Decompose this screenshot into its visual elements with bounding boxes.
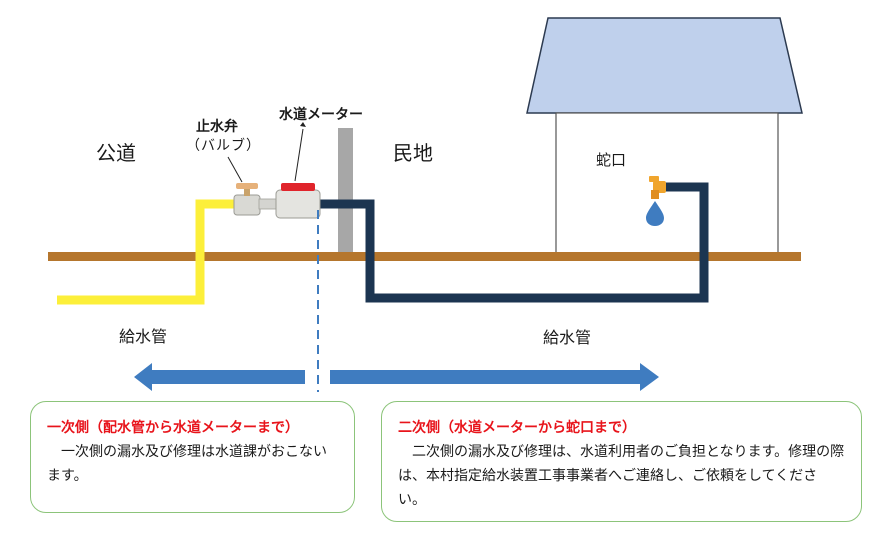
ground-line bbox=[48, 252, 801, 261]
secondary-side-box: 二次側（水道メーターから蛇口まで） 二次側の漏水及び修理は、水道利用者のご負担と… bbox=[381, 401, 862, 522]
house bbox=[526, 17, 803, 254]
primary-side-box: 一次側（配水管から水道メーターまで） 一次側の漏水及び修理は水道課がおこないます… bbox=[30, 401, 355, 513]
meter-pointer bbox=[294, 128, 304, 182]
primary-side-body: 一次側の漏水及び修理は水道課がおこないます。 bbox=[47, 444, 327, 484]
supply-pipe-right-label: 給水管 bbox=[543, 328, 592, 347]
public-road-label: 公道 bbox=[96, 141, 136, 165]
water-meter-label: 水道メーター bbox=[279, 107, 363, 123]
valve-pointer bbox=[227, 156, 243, 183]
water-drop-icon bbox=[646, 201, 664, 226]
primary-side-title: 一次側（配水管から水道メーターまで） bbox=[47, 420, 299, 436]
secondary-side-title: 二次側（水道メーターから蛇口まで） bbox=[398, 420, 636, 436]
house-roof bbox=[526, 17, 803, 114]
meter-post bbox=[338, 128, 353, 254]
water-meter-icon bbox=[275, 183, 321, 219]
primary-side-arrow bbox=[134, 363, 305, 391]
supply-pipe-secondary bbox=[318, 182, 709, 303]
faucet-icon bbox=[646, 176, 666, 226]
valve-paren-label: （バルブ） bbox=[186, 138, 261, 154]
supply-pipe-primary bbox=[57, 199, 236, 305]
stop-valve-icon bbox=[233, 183, 261, 216]
secondary-side-body: 二次側の漏水及び修理は、水道利用者のご負担となります。修理の際は、本村指定給水装… bbox=[398, 444, 845, 508]
stop-valve-label: 止水弁 bbox=[196, 119, 238, 135]
private-land-label: 民地 bbox=[393, 141, 433, 165]
supply-pipe-left-label: 給水管 bbox=[119, 327, 168, 346]
faucet-label: 蛇口 bbox=[596, 151, 627, 169]
secondary-side-arrow bbox=[330, 363, 659, 391]
